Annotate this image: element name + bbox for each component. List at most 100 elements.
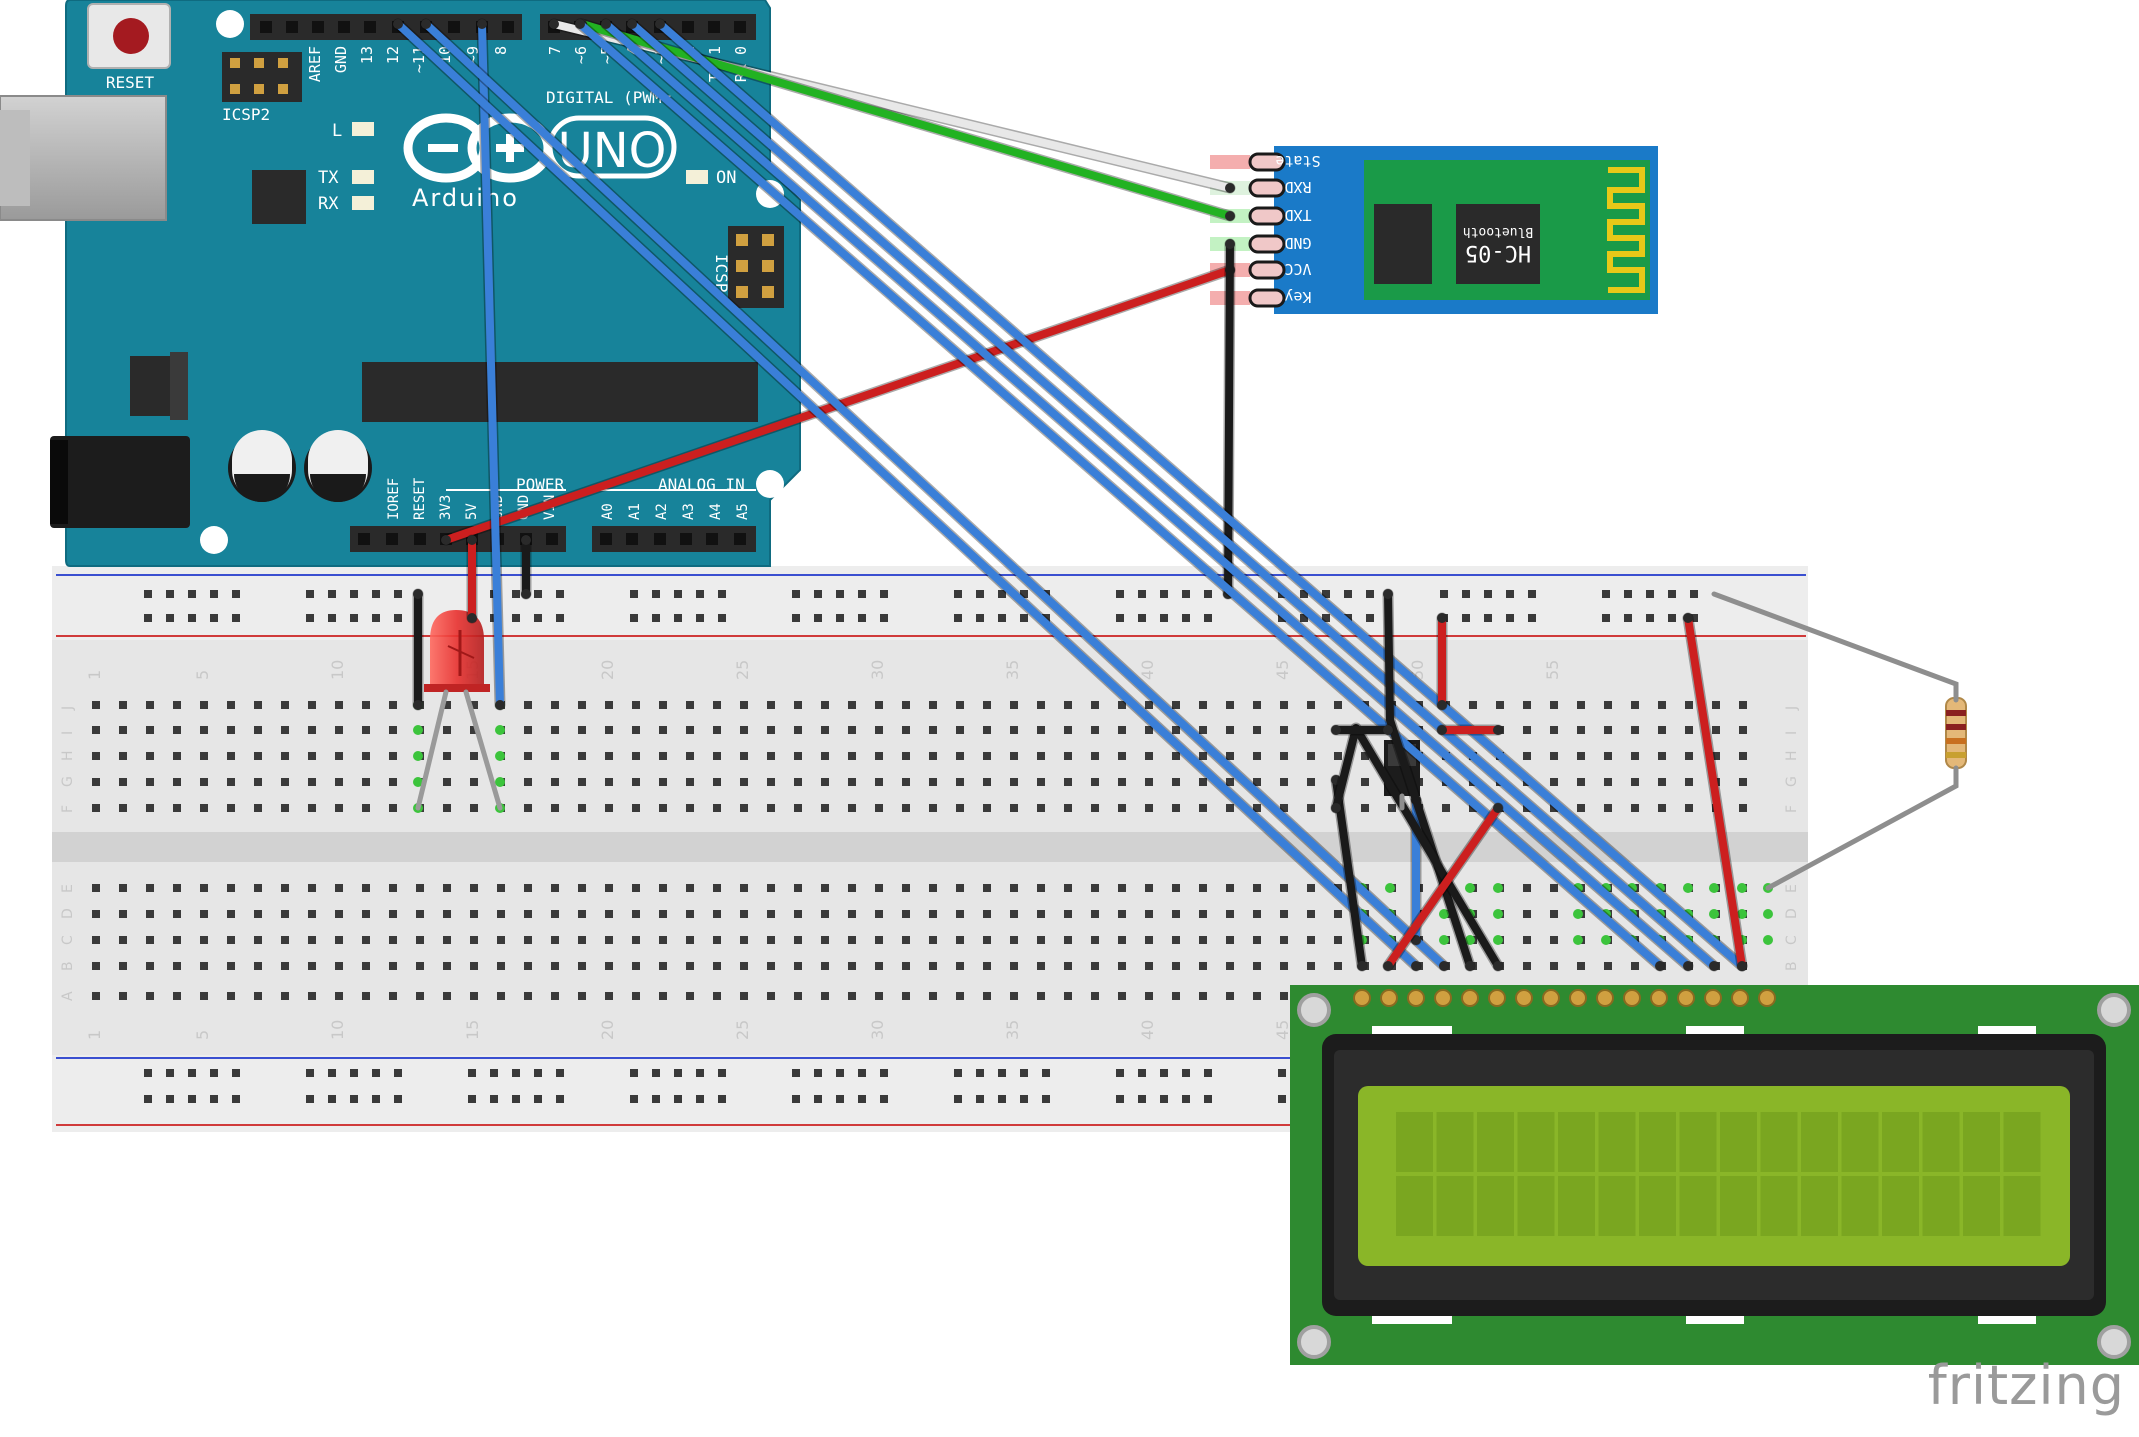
breadboard-hole [1145, 778, 1153, 786]
row-letter: E [1784, 884, 1800, 893]
lcd-cell [1477, 1112, 1514, 1172]
rail-hole [696, 614, 704, 622]
breadboard-hole [740, 962, 748, 970]
breadboard-hole [983, 752, 991, 760]
breadboard-hole [92, 962, 100, 970]
breadboard-hole [92, 936, 100, 944]
column-number: 5 [193, 1030, 212, 1040]
breadboard-hole [308, 778, 316, 786]
breadboard-hole [1172, 752, 1180, 760]
lcd-cell [1679, 1176, 1717, 1236]
breadboard-hole [686, 752, 694, 760]
breadboard-hole [1199, 778, 1207, 786]
capacitor [228, 430, 296, 502]
breadboard-hole [92, 752, 100, 760]
power-label: POWER [516, 475, 565, 494]
rail-hole [1300, 614, 1308, 622]
rail-hole [1278, 1095, 1286, 1103]
breadboard-hole [1334, 884, 1342, 892]
column-number: 20 [598, 660, 617, 680]
analog-pin-label: A1 [627, 503, 643, 520]
connected-hole [1601, 935, 1611, 945]
breadboard-hole [605, 962, 613, 970]
rail-hole [1440, 590, 1448, 598]
lcd-cell [1963, 1112, 2000, 1172]
lcd-cell [1922, 1112, 1960, 1172]
breadboard-hole [848, 910, 856, 918]
header-pin [734, 533, 746, 545]
breadboard-hole [956, 752, 964, 760]
rail-hole [1160, 1069, 1168, 1077]
icsp-header [728, 226, 784, 308]
lcd-tab [1372, 1026, 1452, 1034]
breadboard-hole [497, 910, 505, 918]
bt-pin-ring [1248, 152, 1286, 172]
rail-hole [232, 1095, 240, 1103]
breadboard-hole [1037, 726, 1045, 734]
breadboard-hole [416, 910, 424, 918]
lcd-cell [1720, 1112, 1757, 1172]
rail-hole [954, 590, 962, 598]
rail-hole [534, 1069, 542, 1077]
breadboard-hole [1307, 936, 1315, 944]
breadboard-hole [875, 992, 883, 1000]
breadboard-hole [335, 726, 343, 734]
breadboard-hole [1577, 701, 1585, 709]
lcd-pin [1758, 989, 1776, 1007]
breadboard-hole [551, 804, 559, 812]
breadboard-hole [1280, 992, 1288, 1000]
breadboard-hole [1685, 752, 1693, 760]
resistor [1945, 697, 1967, 769]
column-number: 55 [1543, 660, 1562, 680]
breadboard-hole [146, 778, 154, 786]
lcd-cell [1801, 1176, 1838, 1236]
rail-hole [210, 1069, 218, 1077]
rail-hole [350, 1095, 358, 1103]
lcd-mount-hole [1297, 1325, 1331, 1359]
breadboard-hole [821, 936, 829, 944]
breadboard-hole [470, 992, 478, 1000]
breadboard-hole [740, 910, 748, 918]
connected-hole [1573, 909, 1583, 919]
breadboard-hole [1253, 701, 1261, 709]
breadboard-hole [227, 804, 235, 812]
row-letter: I [60, 731, 76, 735]
breadboard-hole [200, 752, 208, 760]
breadboard-hole [659, 726, 667, 734]
bt-pin-ring [1248, 206, 1286, 226]
breadboard-hole [1658, 701, 1666, 709]
rail-hole [858, 1069, 866, 1077]
breadboard-hole [1091, 992, 1099, 1000]
wire-blue-lcd-rs-end [1411, 961, 1421, 971]
power-rail-top [52, 566, 1808, 640]
breadboard-hole [524, 752, 532, 760]
breadboard-hole [1226, 752, 1234, 760]
rail-hole [144, 1069, 152, 1077]
breadboard-hole [389, 910, 397, 918]
column-number: 25 [733, 1020, 752, 1040]
breadboard-hole [416, 962, 424, 970]
breadboard-hole [1280, 884, 1288, 892]
wire-blue-lcd-d7 [656, 20, 1746, 970]
lcd-tab [1686, 1316, 1744, 1324]
rail-hole [718, 590, 726, 598]
breadboard-hole [335, 910, 343, 918]
breadboard-hole [308, 936, 316, 944]
breadboard-hole [1604, 962, 1612, 970]
breadboard-hole [1118, 992, 1126, 1000]
dc-power-jack-face [50, 440, 68, 524]
connected-hole [1763, 935, 1773, 945]
connected-hole [413, 751, 423, 761]
breadboard-hole [767, 804, 775, 812]
wire-black-lcd-k-end [1493, 961, 1503, 971]
breadboard-hole [929, 910, 937, 918]
header-pin [708, 21, 720, 33]
lcd-pin [1623, 989, 1641, 1007]
lcd-tab [1686, 1026, 1744, 1034]
breadboard-hole [1307, 884, 1315, 892]
breadboard-hole [227, 701, 235, 709]
lcd-cell [1882, 1112, 1919, 1172]
lcd-pin [1731, 989, 1749, 1007]
breadboard-hole [389, 992, 397, 1000]
breadboard-hole [659, 936, 667, 944]
